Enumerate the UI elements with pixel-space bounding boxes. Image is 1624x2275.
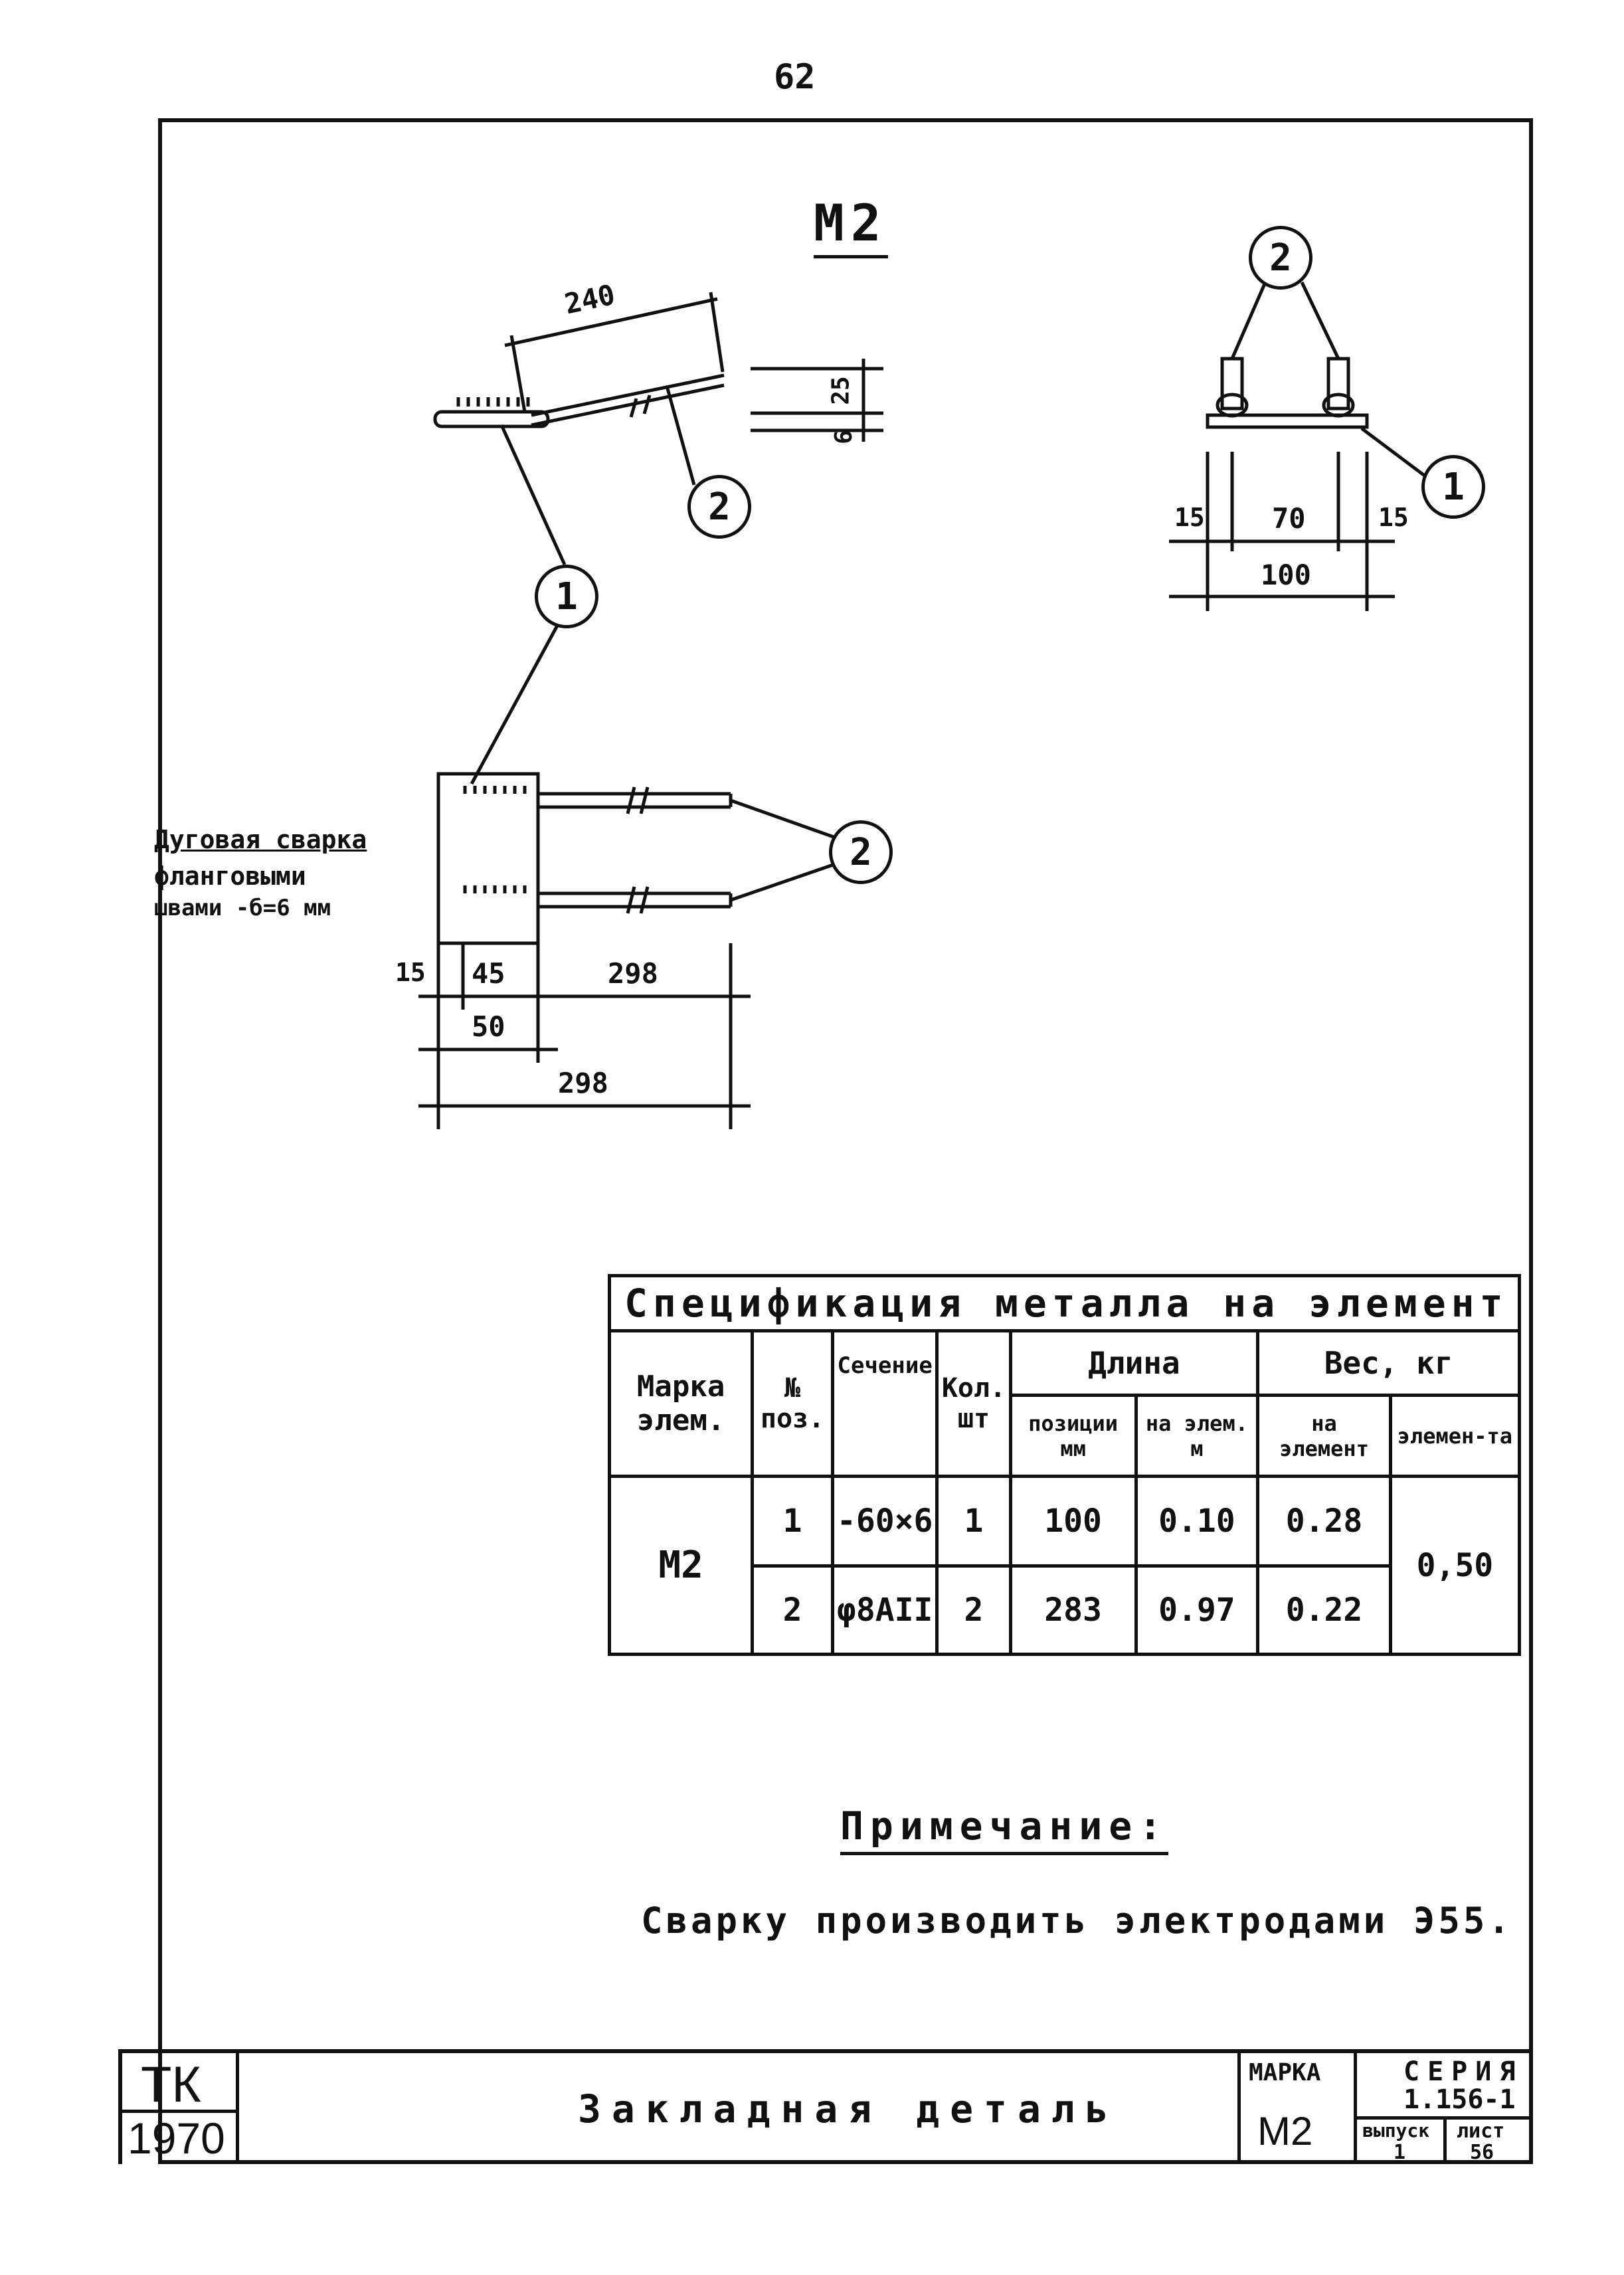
callout-2-top-right: 2 [1249, 226, 1312, 290]
leader-2-front-b [1300, 281, 1340, 360]
dim-100: 100 [1261, 559, 1311, 591]
weld-hatch-1 [463, 786, 527, 794]
dim-15-plan: 15 [395, 958, 426, 987]
title-block: ТК 1970 Закладная деталь МАРКА М2 СЕРИЯ … [118, 2049, 1533, 2164]
title-block-org-cell: ТК 1970 [118, 2053, 239, 2164]
weld-hatch-2 [463, 885, 527, 893]
issue-value: 1 [1394, 2141, 1406, 2164]
leader-1-plan [470, 623, 560, 785]
weld-note-line-1: Дуговая сварка [154, 825, 367, 854]
callout-2-plan: 2 [829, 820, 893, 884]
dim-298-row2: 298 [558, 1067, 608, 1099]
leader-2-plan-b [730, 862, 838, 902]
cell-lenpos-1: 100 [1008, 1475, 1138, 1568]
dim-15-right: 15 [1378, 503, 1409, 532]
header-weight-total: элемен-та [1388, 1394, 1522, 1479]
callout-1-top-right: 1 [1421, 455, 1485, 519]
issue-label: выпуск [1362, 2120, 1430, 2141]
spec-table: Спецификация металла на элемент Марка эл… [607, 1273, 1522, 1657]
plate-plan [436, 772, 540, 945]
cell-qty-2: 2 [935, 1564, 1012, 1657]
leader-2-plan-a [730, 798, 834, 839]
title-block-name-cell: Закладная деталь [239, 2053, 1241, 2164]
dim-25: 25 [827, 376, 855, 405]
callout-1-middle: 1 [535, 565, 598, 628]
cell-lenpos-2: 283 [1008, 1564, 1138, 1657]
sheet-label: лист [1457, 2120, 1505, 2143]
leader-2-side [666, 388, 696, 486]
cell-lenelem-1: 0.10 [1134, 1475, 1260, 1568]
cell-section-1: -60×6 [830, 1475, 939, 1568]
drawing-frame [158, 118, 1533, 2164]
note-text: Сварку производить электродами Э55. [641, 1900, 1513, 1942]
cell-mark: М2 [607, 1475, 755, 1656]
plan-view [418, 623, 838, 1129]
header-length-pos: позиции мм [1008, 1394, 1138, 1479]
cell-welem-2: 0.22 [1256, 1564, 1392, 1657]
dim-line-240 [504, 297, 718, 347]
mark-label: МАРКА [1249, 2059, 1321, 2086]
rod-section-left [1220, 357, 1244, 410]
plate-front [1206, 413, 1369, 429]
title-block-series-cell: СЕРИЯ 1.156-1 выпуск 1 лист 56 [1357, 2053, 1533, 2164]
year-label: 1970 [128, 2114, 225, 2163]
title-block-mark-cell: МАРКА М2 [1241, 2053, 1357, 2164]
series-value: 1.156-1 [1403, 2084, 1516, 2115]
header-length-elem: на элем. м [1134, 1394, 1260, 1479]
dim-15-left: 15 [1174, 503, 1205, 532]
mark-value: М2 [1257, 2109, 1313, 2153]
weld-note-line-3: швами -б=6 мм [154, 895, 331, 921]
note-title: Примечание: [840, 1807, 1169, 1855]
header-weight-elem: на элемент [1256, 1394, 1392, 1479]
cell-welem-1: 0.28 [1256, 1475, 1392, 1568]
cell-pos-2: 2 [751, 1564, 834, 1657]
header-section: Сечение [830, 1329, 939, 1479]
dim-70: 70 [1272, 502, 1306, 535]
dim-45: 45 [472, 957, 505, 990]
series-label: СЕРИЯ [1403, 2056, 1524, 2087]
leader-1-front [1360, 427, 1429, 480]
weld-note-line-2: фланговыми [154, 862, 306, 891]
rod-side [531, 373, 725, 417]
leader-1-side [499, 424, 567, 566]
header-qty: Кол. шт [935, 1329, 1012, 1479]
drawing-title: Закладная деталь [578, 2086, 1119, 2132]
cell-total-weight: 0,50 [1388, 1475, 1522, 1656]
org-label: ТК [141, 2056, 201, 2113]
header-length: Длина [1008, 1329, 1260, 1398]
cell-section-2: φ8АIII [830, 1564, 939, 1657]
leader-2-front-a [1230, 282, 1267, 359]
mark-title: М2 [814, 198, 888, 258]
spec-title: Спецификация металла на элемент [608, 1273, 1521, 1333]
front-view [1169, 281, 1429, 611]
plate-side [433, 410, 550, 428]
sheet-value: 56 [1470, 2141, 1494, 2164]
dim-50: 50 [472, 1010, 505, 1043]
weld-hatch-top [456, 397, 530, 407]
cell-qty-1: 1 [935, 1475, 1012, 1568]
page-number: 62 [774, 57, 816, 97]
dim-298-row1: 298 [608, 957, 658, 990]
header-mark: Марка элем. [607, 1329, 755, 1479]
callout-2-side: 2 [687, 475, 751, 539]
rod-section-right [1326, 357, 1350, 410]
header-pos: № поз. [751, 1329, 834, 1479]
side-view [433, 292, 883, 566]
header-weight: Вес, кг [1256, 1329, 1521, 1398]
cell-pos-1: 1 [751, 1475, 834, 1568]
dim-6: 6 [830, 430, 857, 444]
cell-lenelem-2: 0.97 [1134, 1564, 1260, 1657]
